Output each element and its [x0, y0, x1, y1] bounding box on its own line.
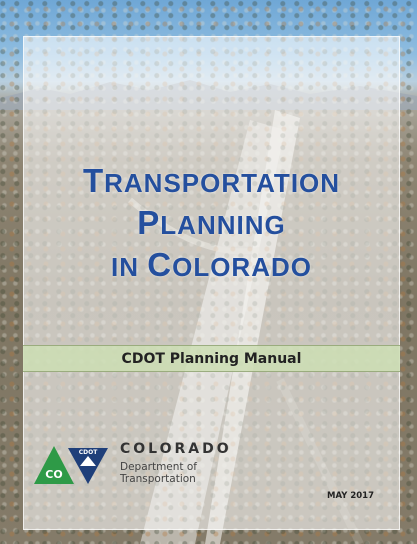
title-line-3: IN COLORADO — [111, 246, 312, 283]
brand-name: COLORADO — [120, 441, 232, 457]
publication-date: MAY 2017 — [327, 491, 374, 501]
department-line-1: Department of — [120, 461, 197, 473]
cdot-logo-icon: CO CDOT — [34, 446, 108, 484]
title-line-2: PLANNING — [137, 204, 286, 241]
subtitle-band: CDOT Planning Manual — [23, 345, 400, 372]
svg-text:CDOT: CDOT — [79, 449, 98, 456]
document-title: TRANSPORTATION PLANNING IN COLORADO — [23, 160, 400, 286]
translucent-panel — [23, 36, 400, 530]
title-line-1: TRANSPORTATION — [82, 162, 341, 199]
department-line-2: Transportation — [120, 473, 196, 485]
cdot-wordmark: COLORADO Department of Transportation — [120, 441, 232, 485]
document-subtitle: CDOT Planning Manual — [121, 350, 302, 367]
svg-text:CO: CO — [45, 468, 62, 481]
